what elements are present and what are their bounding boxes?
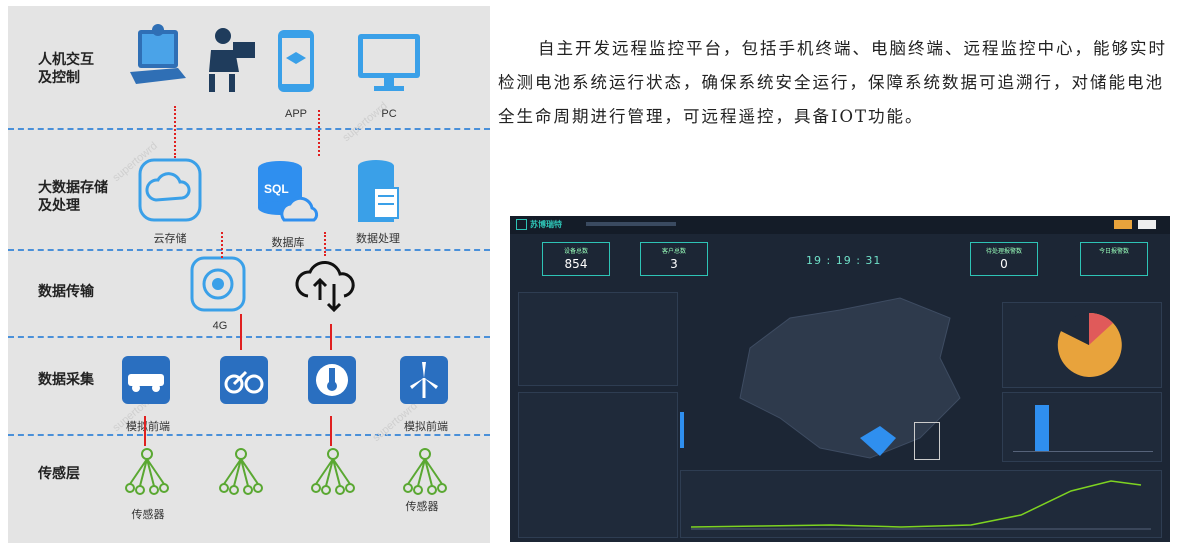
caption-proc: 数据处理 xyxy=(356,233,400,245)
sensor-node-icon xyxy=(125,448,169,495)
trend-line-chart xyxy=(691,480,1151,530)
clock: 19 : 19 : 31 xyxy=(806,254,882,267)
device-region-panel xyxy=(1002,392,1162,462)
realtime-alarm-panel xyxy=(518,392,678,538)
chart-axis xyxy=(1013,451,1153,452)
layer-collect: 数据采集 xyxy=(38,371,94,387)
cloud-storage-icon xyxy=(138,158,202,222)
dashboard-topbar: 苏博瑞特 xyxy=(510,216,1170,234)
flow-arrow xyxy=(144,416,146,446)
caption-sensor-1: 传感器 xyxy=(131,509,165,521)
4g-signal-icon xyxy=(190,256,246,312)
layer-hmi: 人机交互 及控制 xyxy=(38,51,94,85)
separator-line xyxy=(8,434,490,436)
laptop-icon xyxy=(130,24,186,84)
operator-icon xyxy=(209,28,255,92)
monthly-alarm-trend-panel xyxy=(680,470,1162,538)
nav-tabs[interactable] xyxy=(586,222,676,226)
caption-cloud: 云存储 xyxy=(153,233,187,245)
sql-label: SQL xyxy=(264,182,289,196)
car-chip-icon xyxy=(122,356,170,404)
monitor-icon xyxy=(358,34,420,91)
separator-line xyxy=(8,249,490,251)
logo-icon xyxy=(516,219,527,230)
separator-line xyxy=(8,128,490,130)
caption-afe-2: 模拟前端 xyxy=(404,421,448,433)
stat-today-alarms: 今日报警数 xyxy=(1080,242,1148,276)
bike-chip-icon xyxy=(220,356,268,404)
caption-sensor-2: 传感器 xyxy=(405,501,439,513)
watermark: supertowrd xyxy=(340,99,390,145)
caption-afe-1: 模拟前端 xyxy=(126,421,170,433)
caption-db: 数据库 xyxy=(271,237,305,249)
sensor-node-icon xyxy=(403,448,447,495)
flow-arrow xyxy=(240,314,242,350)
flow-arrow xyxy=(330,324,332,350)
layer-sensor: 传感层 xyxy=(38,465,80,481)
caption-app: APP xyxy=(284,108,307,120)
caption-pc: PC xyxy=(381,108,397,120)
legend-scale-bar xyxy=(680,412,684,448)
architecture-diagram: 人机交互 及控制 大数据存储 及处理 数据传输 数据采集 传感层 superto… xyxy=(8,6,490,543)
flow-arrow xyxy=(221,232,223,258)
flow-arrow xyxy=(330,416,332,446)
separator-line xyxy=(8,336,490,338)
china-map[interactable] xyxy=(710,288,980,464)
map-inset xyxy=(914,422,940,460)
caption-4g: 4G xyxy=(212,320,228,332)
layer-bigdata: 大数据存储 及处理 xyxy=(38,179,108,213)
phone-icon xyxy=(278,30,314,92)
database-icon xyxy=(258,161,319,222)
layer-transport: 数据传输 xyxy=(38,283,94,299)
sensor-node-icon xyxy=(311,448,355,495)
header-button[interactable] xyxy=(1138,220,1156,229)
description-paragraph: 自主开发远程监控平台，包括手机终端、电脑终端、远程监控中心，能够实时检测电池系统… xyxy=(498,39,1167,126)
brand-name: 苏博瑞特 xyxy=(530,220,562,229)
device-status-panel xyxy=(1002,302,1162,388)
region-bar xyxy=(1035,405,1049,451)
header-button[interactable] xyxy=(1114,220,1132,229)
wind-turbine-chip-icon xyxy=(400,356,448,404)
thermometer-chip-icon xyxy=(308,356,356,404)
flow-arrow xyxy=(174,106,176,158)
cloud-transfer-icon xyxy=(295,261,355,312)
right-column: 自主开发远程监控平台，包括手机终端、电脑终端、远程监控中心，能够实时检测电池系统… xyxy=(498,0,1180,549)
flow-arrow xyxy=(318,110,320,156)
data-processing-icon xyxy=(358,160,399,222)
alarm-stats-panel xyxy=(518,292,678,386)
device-status-pie xyxy=(1057,312,1122,377)
flow-arrow xyxy=(324,232,326,256)
sensor-node-icon xyxy=(219,448,263,495)
